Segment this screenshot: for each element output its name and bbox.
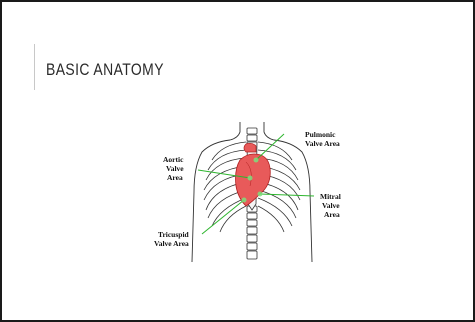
label-aortic-line1: Aortic [163,155,184,164]
title-accent-bar [34,44,35,90]
label-mitral-line2: Valve [322,201,340,210]
label-aortic-line2: Valve [166,164,184,173]
label-mitral-line3: Area [324,210,340,219]
heart-valve-anatomy-figure: Pulmonic Valve Area Aortic Valve Area Mi… [142,122,362,262]
label-pulmonic-line2: Valve Area [305,139,340,148]
label-tricuspid-line2: Valve Area [154,239,189,248]
label-mitral-line1: Mitral [320,192,341,201]
label-aortic-line3: Area [167,173,183,182]
label-pulmonic-line1: Pulmonic [305,130,336,139]
slide-title: BASIC ANATOMY [46,60,164,80]
label-tricuspid-line1: Tricuspid [158,230,190,239]
chest-heart-illustration: Pulmonic Valve Area Aortic Valve Area Mi… [142,122,362,262]
